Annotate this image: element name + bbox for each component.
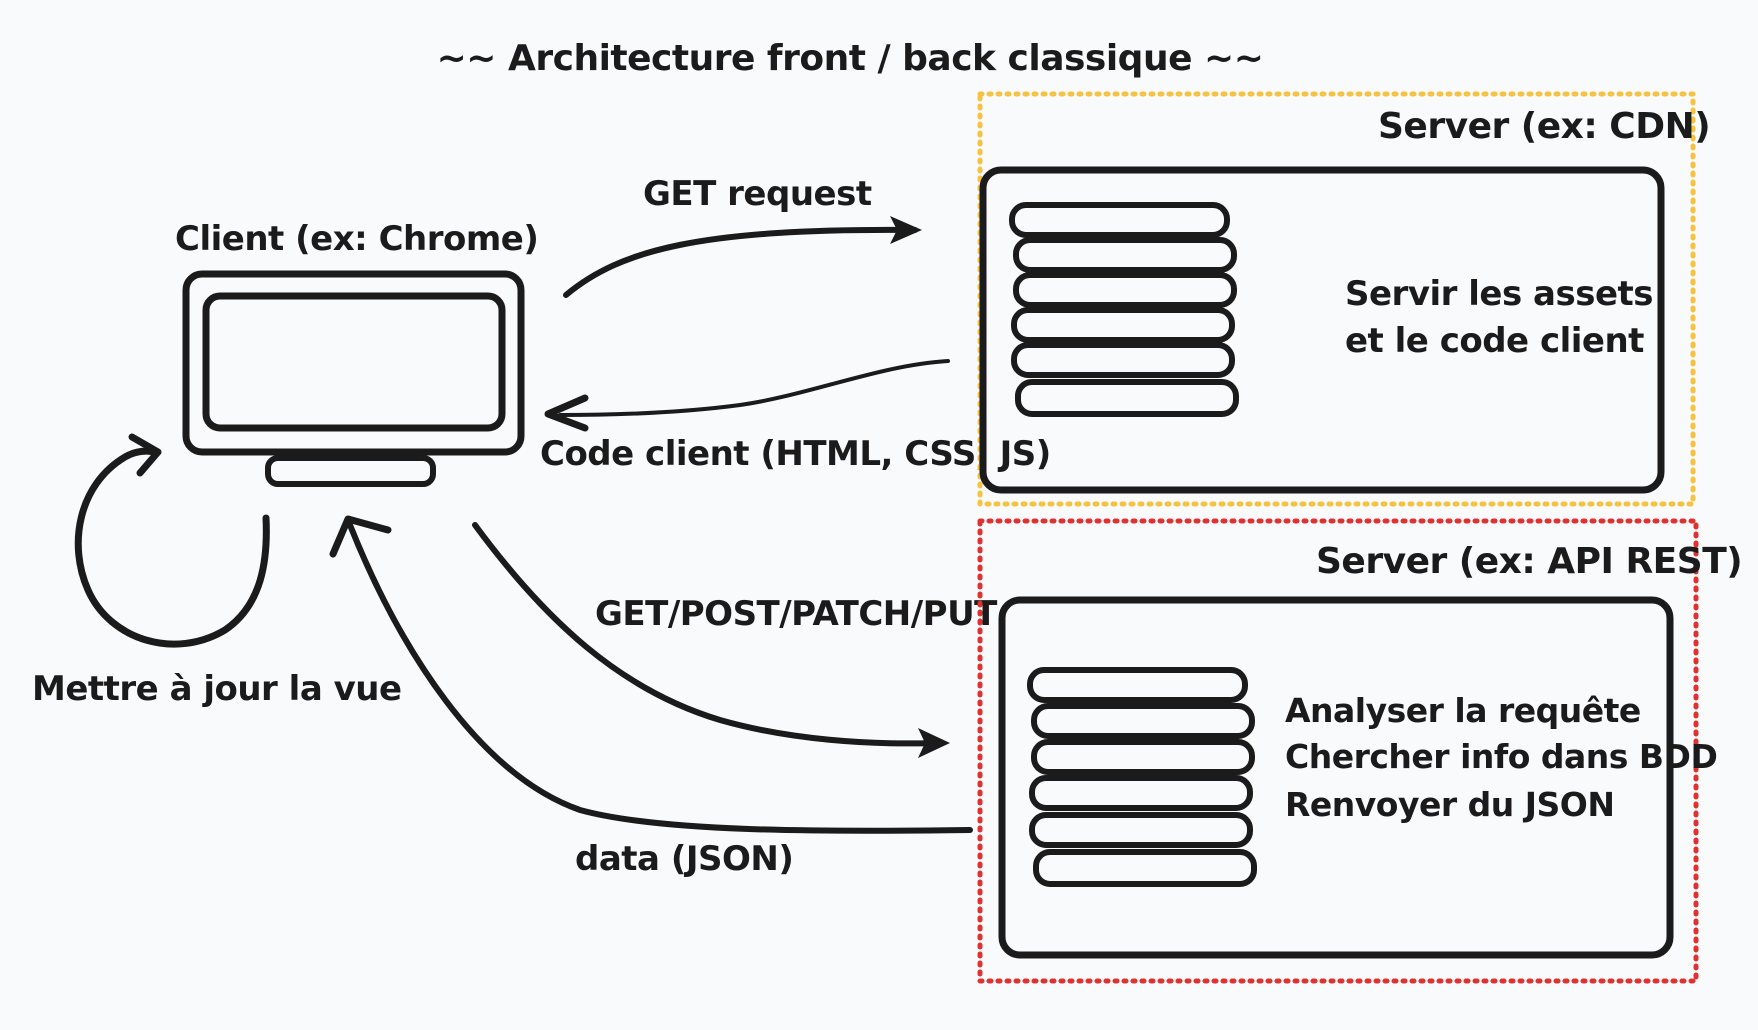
client-label: Client (ex: Chrome) [175,219,538,259]
cdn-server-label: Server (ex: CDN) [1378,106,1710,147]
cdn-server-box [979,166,1665,494]
update-view-label: Mettre à jour la vue [32,669,402,709]
api-server-label: Server (ex: API REST) [1316,541,1742,582]
api-server-box [998,596,1674,959]
code-client-label: Code client (HTML, CSS, JS) [540,434,1051,474]
api-server-rack-icon [1027,667,1257,887]
code-client-arrow [544,359,950,432]
get-request-arrow [563,216,922,298]
api-desc-line-2: Chercher info dans BDD [1285,737,1717,776]
api-request-arrow [472,522,950,758]
get-request-label: GET request [643,174,872,214]
api-zone-border [977,518,1699,984]
cdn-desc-line-1: Servir les assets [1345,274,1653,314]
monitor-icon [182,270,525,487]
diagram-title: ~~ Architecture front / back classique ~… [437,38,1264,79]
api-desc-line-1: Analyser la requête [1285,691,1641,730]
cdn-server-rack-icon [1009,202,1239,417]
api-desc-line-3: Renvoyer du JSON [1285,785,1614,824]
cdn-desc-line-2: et le code client [1345,321,1644,361]
update-view-loop-arrow [74,433,270,648]
http-methods-label: GET/POST/PATCH/PUT [595,594,998,634]
api-response-arrow [329,515,973,834]
data-json-label: data (JSON) [575,839,793,879]
